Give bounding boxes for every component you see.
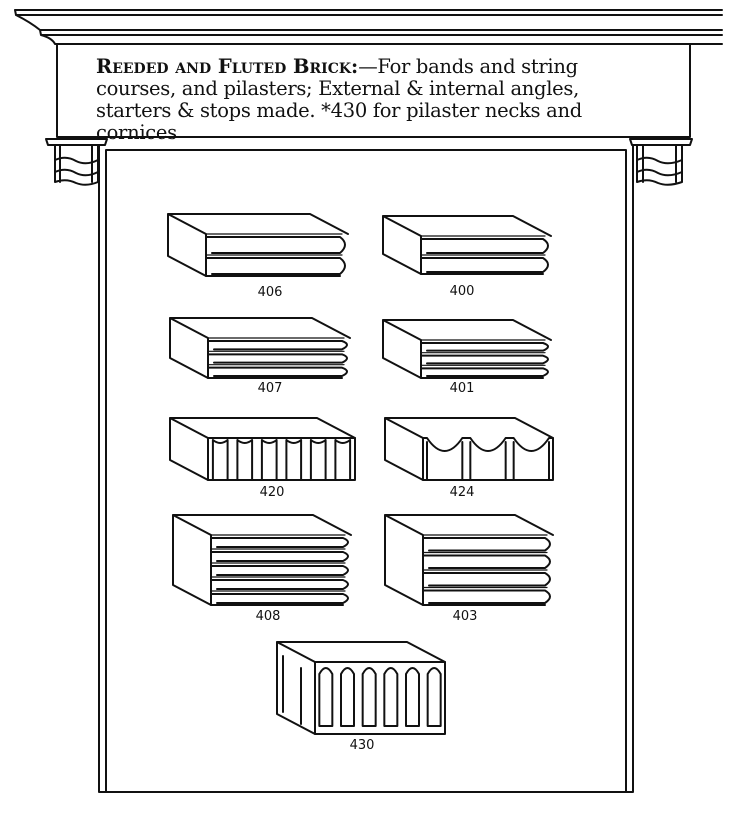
brick-406 — [167, 213, 349, 277]
brick-407 — [169, 317, 351, 379]
caption-line3: starters & stops made. *430 for pilaster… — [96, 99, 582, 144]
left-bracket — [45, 138, 108, 186]
brick-label-424: 424 — [449, 485, 475, 500]
brick-430 — [276, 641, 446, 735]
brick-label-401: 401 — [449, 381, 475, 396]
brick-label-408: 408 — [255, 609, 281, 624]
caption-heading: Reeded and Fluted Brick: — [96, 55, 359, 78]
brick-label-407: 407 — [257, 381, 283, 396]
brick-label-403: 403 — [452, 609, 478, 624]
brick-label-420: 420 — [259, 485, 285, 500]
brick-drawings — [167, 213, 554, 735]
brick-424 — [384, 417, 554, 481]
brick-label-430: 430 — [349, 738, 375, 753]
brick-408 — [172, 514, 352, 606]
brick-403 — [384, 514, 554, 606]
brick-label-406: 406 — [257, 285, 283, 300]
right-bracket — [629, 138, 693, 186]
brick-400 — [382, 215, 552, 275]
caption-line2: courses, and pilasters; External & inter… — [96, 77, 579, 100]
display-frame — [98, 144, 634, 793]
caption: Reeded and Fluted Brick:—For bands and s… — [96, 56, 656, 144]
brick-420 — [169, 417, 356, 481]
cornice — [14, 9, 723, 45]
brick-401 — [382, 319, 552, 379]
brick-label-400: 400 — [449, 284, 475, 299]
frieze-panel — [56, 43, 691, 138]
caption-line1: —For bands and string — [358, 55, 578, 78]
